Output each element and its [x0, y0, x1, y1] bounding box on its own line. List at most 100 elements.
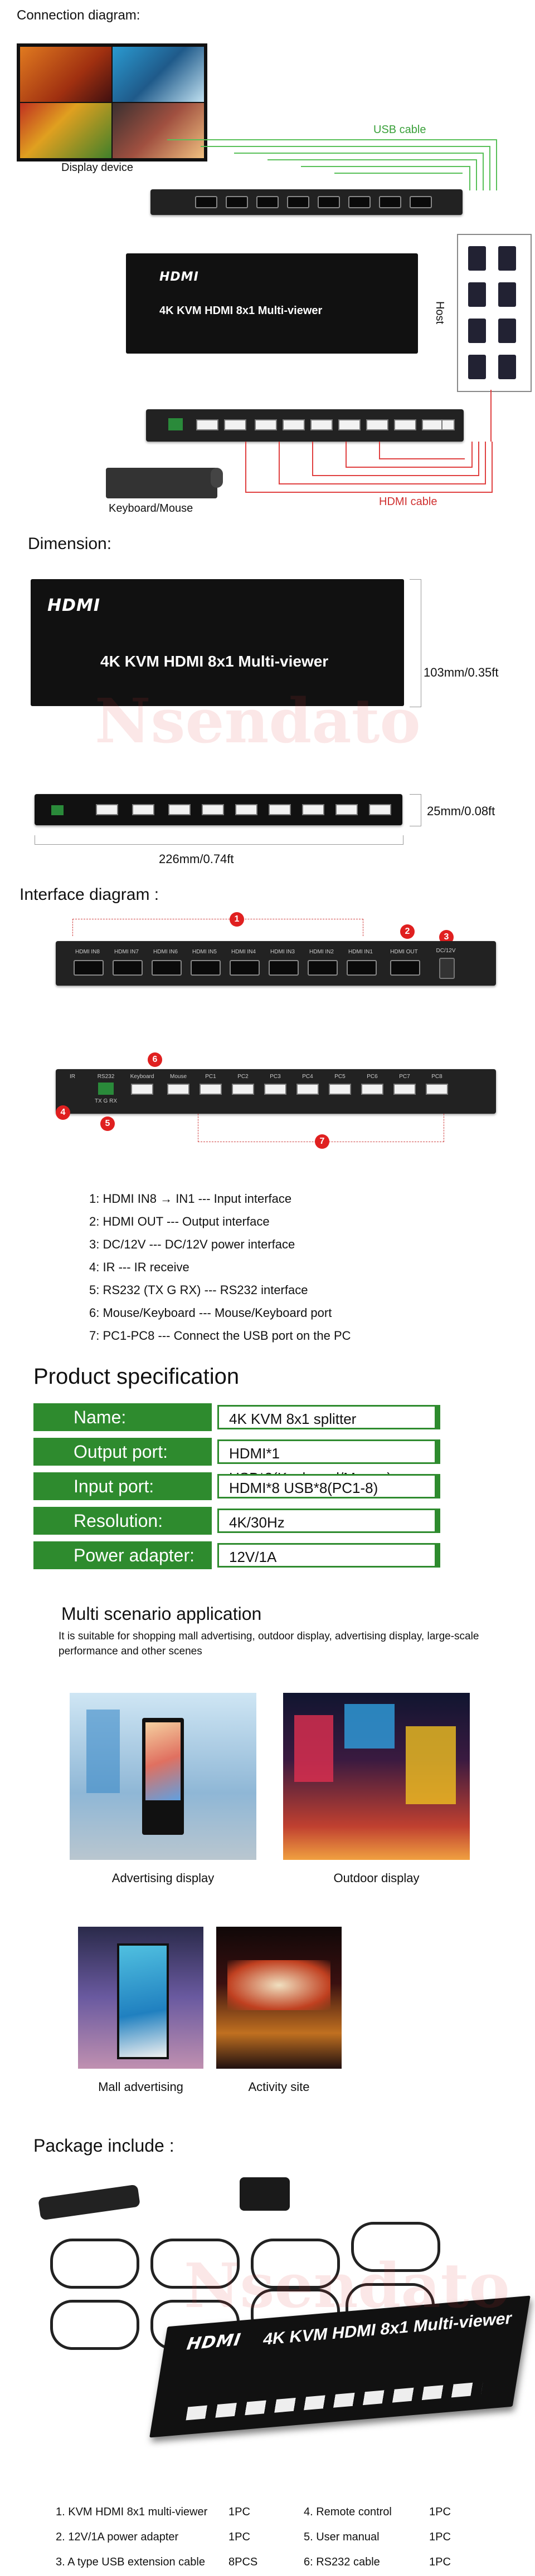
dimension-back-panel: [35, 794, 402, 825]
watermark: Nsendato: [184, 2250, 510, 2322]
interface-front-panel: HDMI IN8 HDMI IN7 HDMI IN6 HDMI IN5 HDMI…: [56, 941, 496, 986]
hdmi-cable-label: HDMI cable: [379, 496, 437, 508]
package-qty: 8PCS: [228, 2556, 258, 2568]
caption-outdoor-display: Outdoor display: [333, 1871, 420, 1885]
dimension-height: 103mm/0.35ft: [424, 665, 499, 679]
package-qty: 1PC: [429, 2531, 451, 2543]
spec-label: Input port:: [33, 1472, 212, 1500]
legend-item: 6: Mouse/Keyboard --- Mouse/Keyboard por…: [89, 1306, 332, 1320]
port-label-pc1: PC1: [205, 1074, 216, 1080]
rs232-pins: TX G RX: [94, 1098, 117, 1104]
spec-value: HDMI*8 USB*8(PC1-8): [217, 1474, 440, 1498]
port-label-hdmi-in3: HDMI IN3: [270, 949, 295, 955]
spec-label: Name:: [33, 1403, 212, 1431]
dimension-depth: 25mm/0.08ft: [427, 804, 495, 818]
caption-mall-advertising: Mall advertising: [98, 2080, 183, 2094]
display-device: [17, 43, 207, 161]
remote-control-icon: [38, 2184, 140, 2221]
usb-cable-icon: [251, 2239, 340, 2289]
spec-row-resolution: Resolution: 4K/30Hz: [33, 1507, 440, 1535]
advertising-display-image: [70, 1693, 256, 1860]
callout-4: 4: [56, 1105, 70, 1120]
spec-row-input: Input port: HDMI*8 USB*8(PC1-8): [33, 1472, 440, 1500]
connection-product-top: HDMI 4K KVM HDMI 8x1 Multi-viewer: [126, 253, 418, 354]
caption-advertising-display: Advertising display: [111, 1871, 215, 1885]
port-label-pc5: PC5: [334, 1074, 346, 1080]
usb-cable-label: USB cable: [373, 124, 426, 136]
dimension-width: 226mm/0.74ft: [159, 852, 234, 866]
power-adapter-icon: [240, 2177, 290, 2211]
port-label-mouse: Mouse: [169, 1074, 187, 1080]
spec-label: Resolution:: [33, 1507, 212, 1535]
callout-2: 2: [400, 924, 415, 939]
host-group: [457, 234, 532, 392]
product-name: 4K KVM HDMI 8x1 Multi-viewer: [159, 305, 323, 317]
scenario-desc: It is suitable for shopping mall adverti…: [59, 1630, 479, 1657]
display-device-label: Display device: [61, 161, 133, 174]
spec-row-output: Output port: HDMI*1 USB*2(Keyboard/Mouse…: [33, 1438, 440, 1486]
keyboard-icon: [106, 468, 217, 498]
package-item: 3. A type USB extension cable: [56, 2556, 205, 2568]
spec-row-power: Power adapter: 12V/1A: [33, 1541, 440, 1569]
port-label-pc3: PC3: [270, 1074, 281, 1080]
dimension-product-top: HDMI 4K KVM HDMI 8x1 Multi-viewer: [31, 579, 404, 706]
port-label-dc12v: DC/12V: [436, 948, 456, 954]
activity-site-image: [216, 1927, 342, 2069]
port-label-hdmi-in1: HDMI IN1: [348, 949, 373, 955]
spec-value: 4K KVM 8x1 splitter: [217, 1405, 440, 1429]
connection-back-panel: [146, 409, 464, 442]
callout-7: 7: [315, 1134, 329, 1149]
package-qty: 1PC: [228, 2506, 250, 2518]
callout-6: 6: [148, 1052, 162, 1067]
port-label-hdmi-in5: HDMI IN5: [192, 949, 217, 955]
package-qty: 1PC: [429, 2506, 451, 2518]
usb-cable-icon: [50, 2239, 139, 2289]
usb-cable-icon: [150, 2239, 240, 2289]
port-label-keyboard: Keyboard: [130, 1074, 154, 1080]
mall-advertising-image: [78, 1927, 203, 2069]
port-label-hdmi-in8: HDMI IN8: [75, 949, 100, 955]
host-label: Host: [434, 301, 446, 325]
legend-item: 1: HDMI IN8 → IN1 --- Input interface: [89, 1192, 292, 1206]
usb-cable-icon: [351, 2222, 440, 2272]
spec-row-name: Name: 4K KVM 8x1 splitter: [33, 1403, 440, 1431]
package-qty: 1PC: [228, 2531, 250, 2543]
connection-front-panel: [150, 189, 463, 215]
spec-value: 12V/1A: [217, 1543, 440, 1568]
watermark: Nsendato: [95, 685, 421, 757]
package-item: 6: RS232 cable: [304, 2556, 380, 2568]
package-qty: 1PC: [429, 2556, 451, 2568]
spec-label: Power adapter:: [33, 1541, 212, 1569]
port-label-hdmi-out: HDMI OUT: [390, 949, 418, 955]
callout-1: 1: [230, 912, 244, 927]
port-label-hdmi-in6: HDMI IN6: [153, 949, 178, 955]
package-item: 5. User manual: [304, 2531, 380, 2543]
package-item: 1. KVM HDMI 8x1 multi-viewer: [56, 2506, 208, 2518]
package-item: 2. 12V/1A power adapter: [56, 2531, 179, 2543]
package-title: Package include :: [33, 2136, 174, 2156]
port-label-pc2: PC2: [237, 1074, 249, 1080]
interface-back-panel: IR RS232 TX G RX Keyboard Mouse PC1 PC2 …: [56, 1069, 496, 1114]
callout-5: 5: [100, 1116, 115, 1131]
port-label-hdmi-in2: HDMI IN2: [309, 949, 334, 955]
port-label-pc4: PC4: [302, 1074, 313, 1080]
outdoor-display-image: [283, 1693, 470, 1860]
connection-title: Connection diagram:: [17, 8, 140, 23]
caption-activity-site: Activity site: [248, 2080, 310, 2094]
hdmi-logo: HDMI: [185, 2330, 242, 2354]
port-label-pc7: PC7: [399, 1074, 410, 1080]
legend-item: 7: PC1-PC8 --- Connect the USB port on t…: [89, 1329, 351, 1343]
spec-label: Output port:: [33, 1438, 212, 1466]
product-name: 4K KVM HDMI 8x1 Multi-viewer: [100, 653, 329, 670]
mouse-icon: [211, 468, 223, 488]
legend-item: 3: DC/12V --- DC/12V power interface: [89, 1237, 295, 1251]
port-label-hdmi-in4: HDMI IN4: [231, 949, 256, 955]
usb-cable-icon: [50, 2300, 139, 2350]
legend-item: 5: RS232 (TX G RX) --- RS232 interface: [89, 1283, 308, 1297]
port-label-ir: IR: [70, 1074, 75, 1080]
hdmi-logo: HDMI: [159, 270, 199, 284]
port-label-rs232: RS232: [97, 1074, 115, 1080]
dimension-title: Dimension:: [28, 535, 112, 553]
port-label-pc6: PC6: [367, 1074, 378, 1080]
legend-item: 2: HDMI OUT --- Output interface: [89, 1214, 270, 1228]
